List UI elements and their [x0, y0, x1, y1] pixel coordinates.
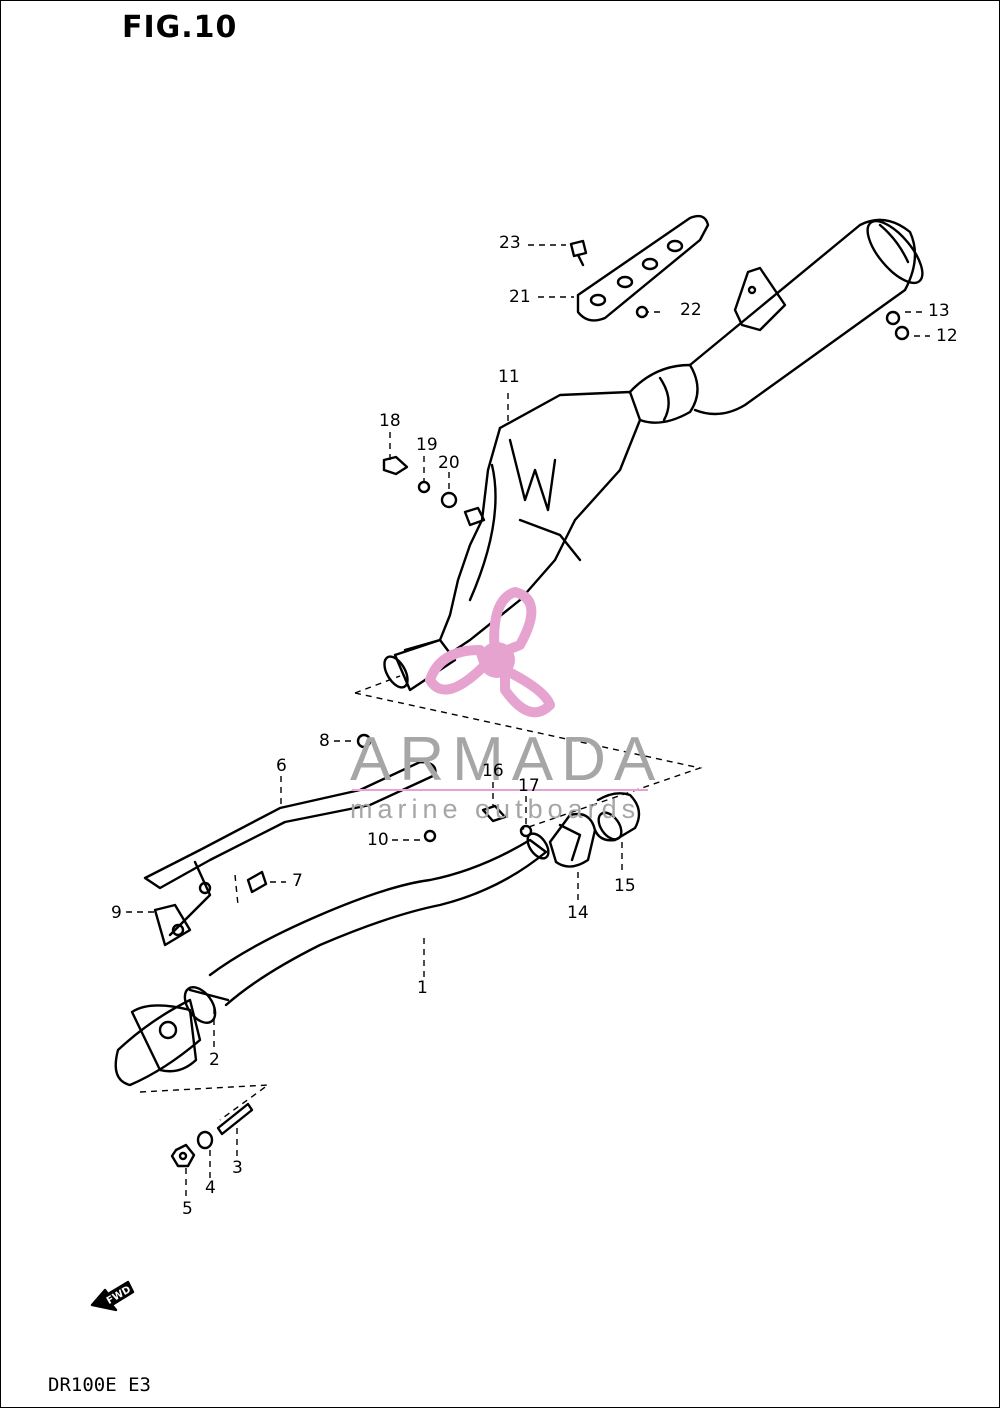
callout-label: 14 [567, 903, 589, 923]
clamp-and-gasket [548, 792, 641, 868]
exhaust-pipe [114, 832, 550, 1087]
watermark-word: ARMADA [350, 725, 663, 794]
callout-label: 20 [438, 453, 460, 473]
callout-label: 13 [928, 301, 950, 321]
callout-label: 9 [111, 903, 122, 923]
figure-title: FIG.10 [122, 10, 238, 45]
callout-label: 16 [482, 761, 504, 781]
callout-label: 18 [379, 411, 401, 431]
callout-label: 15 [614, 876, 636, 896]
muffler-assembly [383, 218, 924, 692]
callout-label: 6 [276, 756, 287, 776]
callout-label: 22 [680, 300, 702, 320]
callout-label: 4 [205, 1178, 216, 1198]
callout-label: 11 [498, 367, 520, 387]
callout-label: 5 [182, 1199, 193, 1219]
callout-label: 7 [292, 871, 303, 891]
hardware [246, 239, 910, 894]
fwd-arrow-icon: FWD [90, 1280, 135, 1312]
leader-lines [126, 244, 930, 1198]
callout-label: 2 [209, 1050, 220, 1070]
callout-label: 12 [936, 326, 958, 346]
callout-label: 23 [499, 233, 521, 253]
callout-label: 17 [518, 776, 540, 796]
protector-plate [576, 214, 710, 322]
callout-label: 1 [417, 978, 428, 998]
callout-label: 3 [232, 1158, 243, 1178]
callout-label: 8 [319, 731, 330, 751]
model-code: DR100E E3 [48, 1374, 151, 1396]
armada-watermark: ARMADA marine outboards [350, 587, 663, 824]
stud-nut-set [170, 1102, 254, 1168]
pipe-bracket [143, 760, 437, 947]
callout-label: 21 [509, 287, 531, 307]
callout-label: 10 [367, 830, 389, 850]
callout-label: 19 [416, 435, 438, 455]
watermark-subtitle: marine outboards [350, 794, 640, 824]
